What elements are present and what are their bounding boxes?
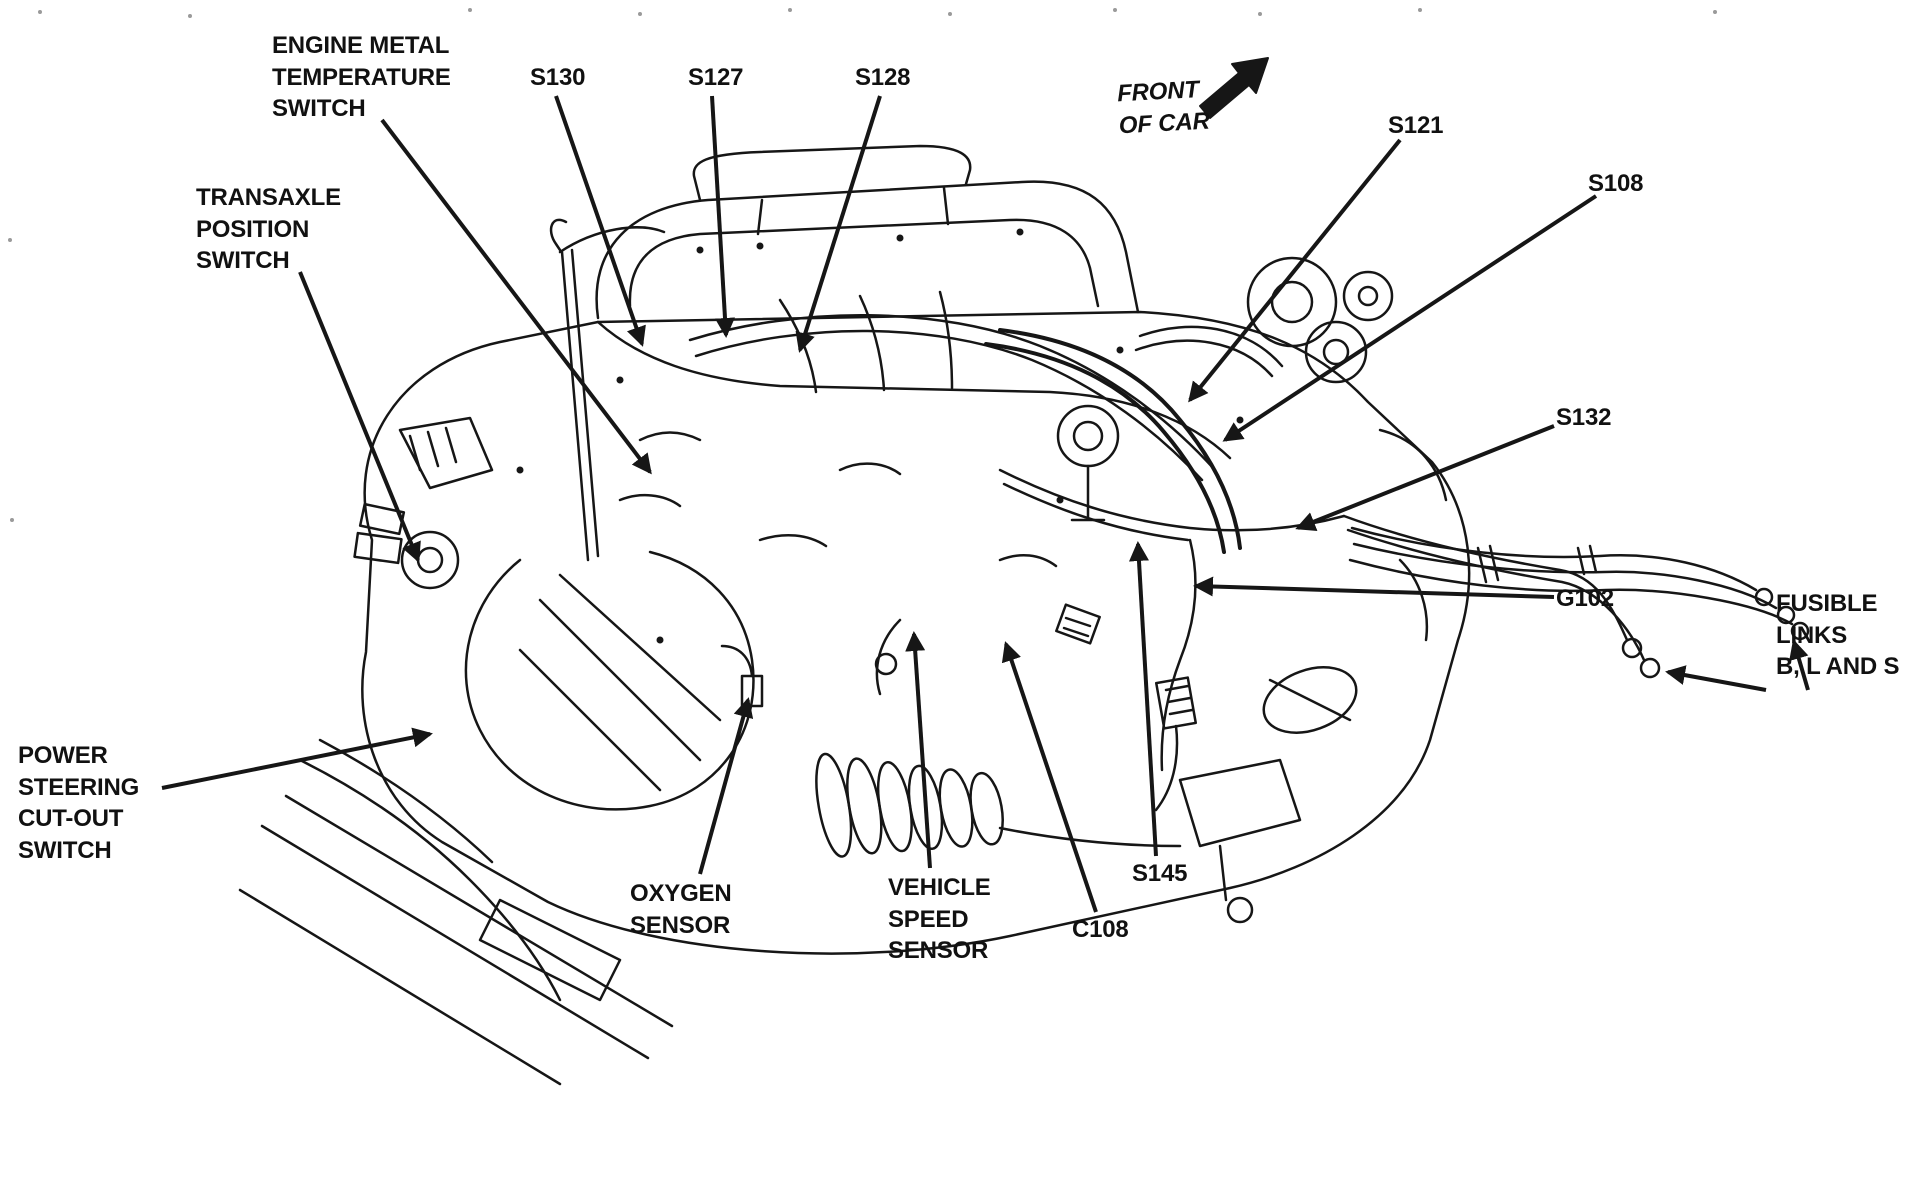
leader-s127 [710, 95, 735, 338]
label-oxygen-sensor: OXYGEN SENSOR [630, 880, 732, 939]
label-s121: S121 [1388, 112, 1444, 139]
leader-c108 [1001, 641, 1098, 913]
leader-s108 [1222, 194, 1598, 442]
leader-vehicle-speed-sensor [905, 631, 932, 869]
label-s108: S108 [1588, 170, 1644, 197]
label-vehicle-speed-sensor: VEHICLE SPEED SENSOR [888, 874, 991, 965]
leader-s128 [795, 95, 882, 353]
leader-fusible-links-left [1665, 665, 1767, 692]
label-s145: S145 [1132, 860, 1188, 887]
label-g102: G102 [1556, 585, 1614, 612]
label-transaxle-position-switch: TRANSAXLE POSITION SWITCH [196, 184, 341, 275]
leader-engine-metal-temperature-switch [380, 118, 652, 475]
leader-s121 [1188, 138, 1402, 403]
leader-s130 [554, 95, 646, 347]
label-s128: S128 [855, 64, 911, 91]
leader-g102 [1193, 576, 1555, 599]
label-engine-metal-temperature-switch: ENGINE METAL TEMPERATURE SWITCH [272, 32, 451, 123]
label-s132: S132 [1556, 404, 1612, 431]
leader-power-steering-cutout-switch [161, 727, 433, 790]
leader-fusible-links-right [1789, 639, 1810, 691]
leader-transaxle-position-switch [298, 271, 421, 563]
label-s127: S127 [688, 64, 744, 91]
label-fusible-links: FUSIBLE LINKS B, L AND S [1776, 590, 1900, 681]
leader-oxygen-sensor [698, 697, 754, 875]
scan-specks [8, 8, 1717, 522]
label-front-of-car: FRONT OF CAR [1116, 76, 1211, 140]
front-of-car-arrow-icon [1199, 57, 1269, 119]
label-s130: S130 [530, 64, 586, 91]
engine-line-art [238, 144, 1810, 1086]
bolt-dots [516, 228, 1244, 644]
leader-lines [161, 95, 1810, 913]
leader-s132 [1295, 424, 1555, 531]
label-c108: C108 [1072, 916, 1129, 943]
leader-s145 [1128, 541, 1158, 857]
label-power-steering-cutout-switch: POWER STEERING CUT-OUT SWITCH [18, 742, 140, 865]
